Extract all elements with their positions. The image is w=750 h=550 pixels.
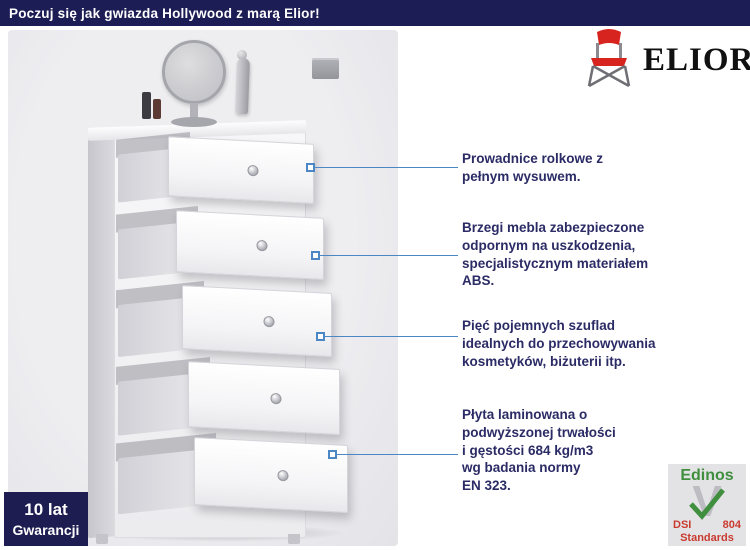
feature-callout-1: Prowadnice rolkowe z pełnym wysuwem. (462, 151, 604, 184)
cabinet-leg (288, 534, 300, 544)
drawer-knob (277, 469, 289, 482)
edinos-number: 804 (722, 519, 741, 531)
warranty-label: Gwarancji (12, 522, 80, 538)
warranty-badge: 10 lat Gwarancji (4, 492, 88, 546)
drawer-front-2 (176, 210, 324, 280)
warranty-years: 10 lat (24, 500, 68, 519)
mirror-base (171, 117, 217, 127)
cabinet-leg (96, 534, 108, 544)
drawer-knob (247, 164, 259, 177)
callout-bullet-2 (311, 251, 320, 260)
mirror-stand (190, 103, 198, 120)
perfume-bottle (142, 92, 151, 119)
banner-text: Poczuj się jak gwiazda Hollywood z marą … (9, 5, 320, 21)
top-banner: Poczuj się jak gwiazda Hollywood z marą … (0, 0, 750, 26)
drawer-knob (263, 315, 275, 328)
decor-box (312, 58, 339, 79)
callout-line-2 (320, 255, 458, 256)
figurine (235, 57, 250, 115)
edinos-standard-row: DSI 804 (668, 519, 746, 531)
vanity-mirror (162, 40, 226, 104)
callout-line-1 (315, 167, 458, 168)
brand-name: ELIOR (643, 41, 750, 78)
drawer-front-5 (194, 436, 348, 514)
callout-line-4 (337, 454, 458, 455)
drawer-front-4 (188, 361, 340, 435)
figurine-head (237, 50, 247, 60)
edinos-dsi: DSI (673, 519, 692, 531)
feature-callout-2: Brzegi mebla zabezpieczone odpornym na u… (462, 220, 649, 289)
chair-icon (583, 28, 635, 93)
callout-bullet-4 (328, 450, 337, 459)
drawer-front-1 (168, 136, 314, 204)
drawer-front-3 (182, 285, 332, 357)
feature-callout-4: Płyta laminowana o podwyższonej trwałośc… (462, 407, 616, 494)
callout-line-3 (325, 336, 458, 337)
callout-bullet-1 (306, 163, 315, 172)
drawer-knob (270, 392, 282, 405)
drawer-knob (256, 239, 268, 252)
edinos-brand: Edinos (680, 467, 734, 484)
edinos-standards: Standards (680, 532, 734, 544)
check-icon (689, 488, 725, 520)
feature-callout-3: Pięć pojemnych szuflad idealnych do prze… (462, 318, 656, 369)
callout-bullet-3 (316, 332, 325, 341)
brand-logo: ELIOR (583, 28, 750, 93)
perfume-bottle (153, 99, 161, 119)
edinos-badge: Edinos V DSI 804 Standards (668, 464, 746, 546)
